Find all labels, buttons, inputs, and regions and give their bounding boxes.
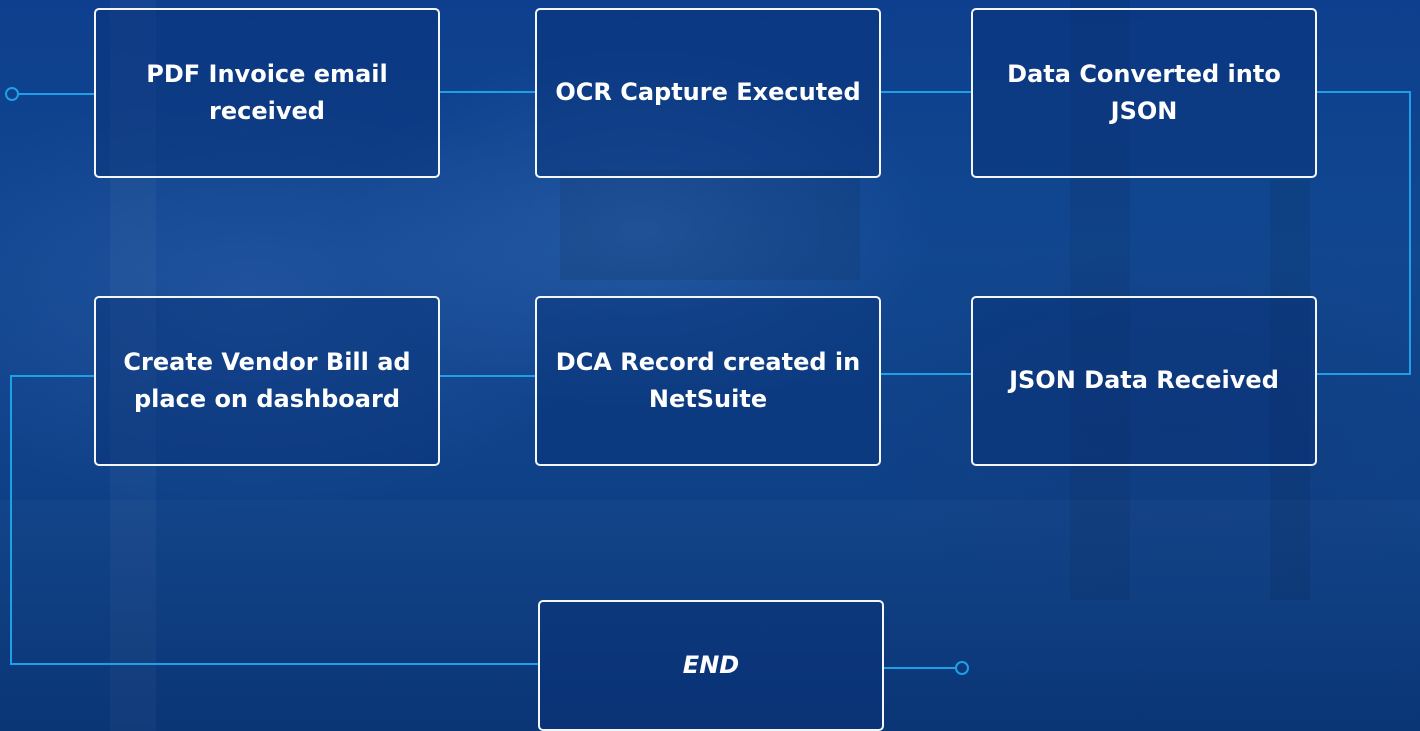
step-end: END (538, 600, 884, 731)
step-json-data-received: JSON Data Received (971, 296, 1317, 466)
step-label: Data Converted into JSON (1007, 59, 1281, 125)
step-dca-record-created: DCA Record created in NetSuite (535, 296, 881, 466)
end-terminal-icon (955, 661, 969, 675)
connector-data-converted-to-json-received (1317, 91, 1411, 375)
step-label: END (682, 650, 740, 679)
step-label: DCA Record created in NetSuite (555, 347, 861, 413)
step-ocr-capture-executed: OCR Capture Executed (535, 8, 881, 178)
step-data-converted-into-json: Data Converted into JSON (971, 8, 1317, 178)
step-label: JSON Data Received (1009, 366, 1279, 395)
connector-create-vendor-bill-to-end (10, 375, 538, 665)
start-terminal-icon (5, 87, 19, 101)
step-label: Create Vendor Bill ad place on dashboard (123, 347, 411, 413)
step-create-vendor-bill: Create Vendor Bill ad place on dashboard (94, 296, 440, 466)
step-label: PDF Invoice email received (146, 59, 388, 125)
step-label: OCR Capture Executed (555, 78, 861, 107)
step-pdf-invoice-received: PDF Invoice email received (94, 8, 440, 178)
